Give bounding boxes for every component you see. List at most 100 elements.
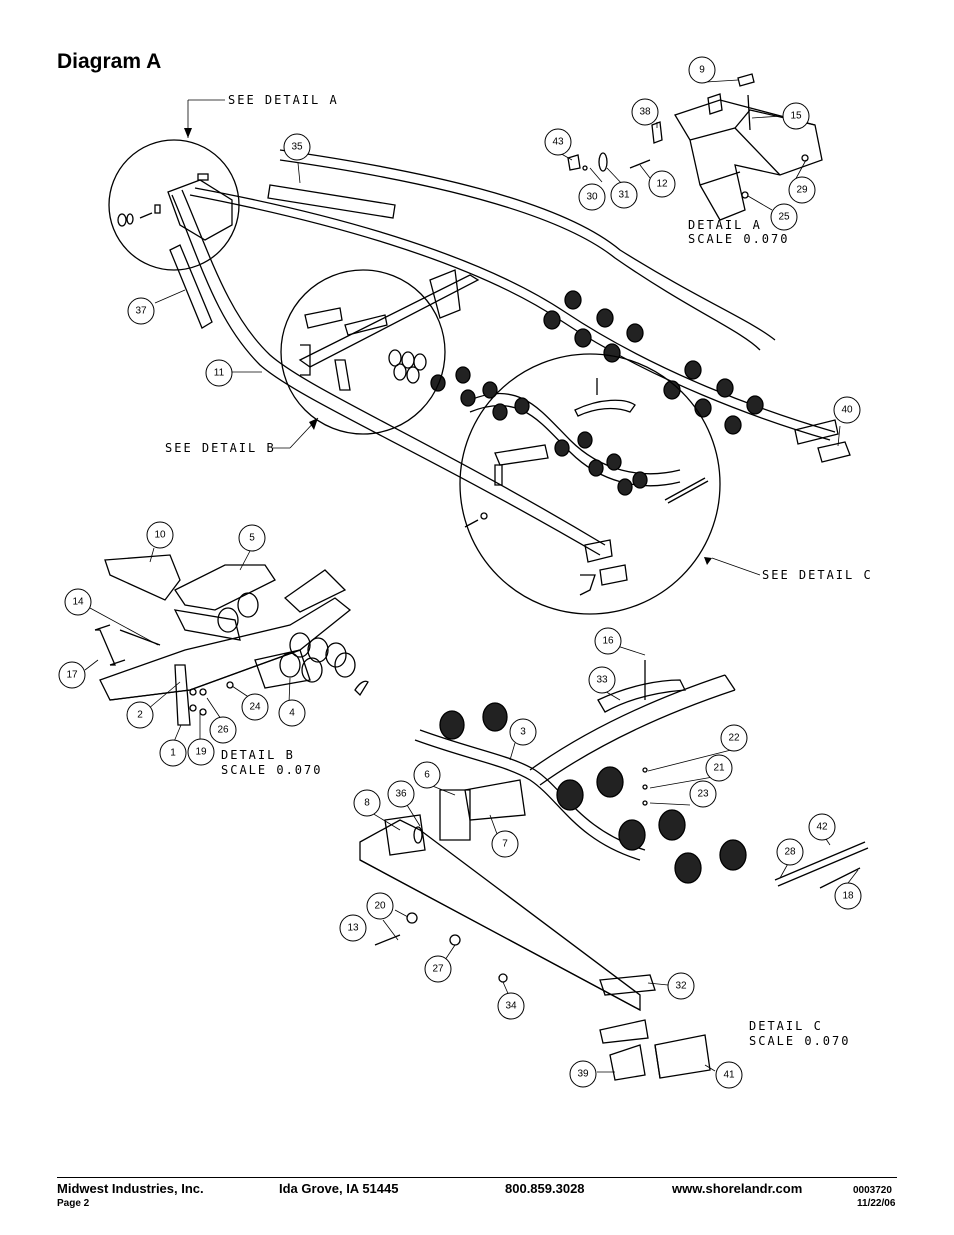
callout-circle-22 [720, 724, 748, 752]
decal-37 [169, 244, 213, 329]
callout-circle-14 [64, 588, 92, 616]
detail-c-scale: SCALE 0.070 [749, 1034, 850, 1048]
callout-19: 19 [195, 747, 207, 758]
callout-25: 25 [778, 212, 790, 223]
callout-36: 36 [395, 789, 407, 800]
callout-circle-19 [187, 738, 215, 766]
callout-circle-41 [715, 1061, 743, 1089]
detail-b-enlarged [94, 554, 369, 726]
callout-9: 9 [699, 65, 705, 76]
callout-10: 10 [154, 530, 166, 541]
see-detail-c-label: SEE DETAIL C [762, 568, 873, 582]
callout-8: 8 [364, 798, 370, 809]
callout-12: 12 [656, 179, 668, 190]
footer-date: 11/22/06 [857, 1198, 896, 1209]
callout-circle-8 [353, 789, 381, 817]
callout-bubbles [58, 56, 862, 1089]
callout-circle-28 [776, 838, 804, 866]
callout-circle-17 [58, 661, 86, 689]
callout-21: 21 [713, 763, 725, 774]
callout-circle-31 [610, 181, 638, 209]
callout-circle-29 [788, 176, 816, 204]
callout-circle-5 [238, 524, 266, 552]
callout-circle-23 [689, 780, 717, 808]
callout-5: 5 [249, 533, 255, 544]
callout-11: 11 [214, 368, 225, 379]
callout-circle-40 [833, 396, 861, 424]
callout-circle-37 [127, 297, 155, 325]
callout-28: 28 [784, 847, 796, 858]
callout-2: 2 [137, 710, 143, 721]
callout-20: 20 [374, 901, 386, 912]
callout-circle-4 [278, 699, 306, 727]
detail-a-scale: SCALE 0.070 [688, 232, 789, 246]
detail-a-small-parts [117, 173, 209, 227]
callout-circle-38 [631, 98, 659, 126]
callout-16: 16 [602, 636, 614, 647]
callout-6: 6 [424, 770, 430, 781]
callout-42: 42 [816, 822, 828, 833]
callout-circle-36 [387, 780, 415, 808]
callout-18: 18 [842, 891, 854, 902]
leader-arrowheads [184, 128, 712, 565]
detail-b-circle [280, 269, 446, 435]
callout-circle-25 [770, 203, 798, 231]
callout-circle-9 [688, 56, 716, 84]
callout-29: 29 [796, 185, 808, 196]
callout-circle-43 [544, 128, 572, 156]
callout-circle-27 [424, 955, 452, 983]
callout-15: 15 [790, 111, 802, 122]
footer-page-number: Page 2 [57, 1198, 90, 1209]
footer-doc-number: 0003720 [853, 1185, 892, 1196]
callout-31: 31 [618, 190, 630, 201]
see-detail-a-label: SEE DETAIL A [228, 93, 339, 107]
callout-circle-35 [283, 133, 311, 161]
trailer-frame [167, 149, 839, 563]
detail-a-enlarged [567, 73, 823, 221]
callout-43: 43 [552, 137, 564, 148]
callout-circle-30 [578, 183, 606, 211]
roller-wheels-main [430, 290, 764, 496]
callout-circle-7 [491, 830, 519, 858]
callout-circle-3 [509, 718, 537, 746]
callout-circle-20 [366, 892, 394, 920]
callout-22: 22 [728, 733, 740, 744]
callout-3: 3 [520, 727, 526, 738]
callout-27: 27 [432, 964, 444, 975]
callout-circle-26 [209, 716, 237, 744]
callout-circle-39 [569, 1060, 597, 1088]
decal-35 [267, 184, 396, 219]
callout-24: 24 [249, 702, 261, 713]
callout-4: 4 [289, 708, 295, 719]
callout-34: 34 [505, 1001, 517, 1012]
footer-website[interactable]: www.shorelandr.com [672, 1181, 803, 1196]
detail-a-circle [108, 139, 240, 271]
callout-circle-33 [588, 666, 616, 694]
callout-circle-34 [497, 992, 525, 1020]
detail-c-wheels [439, 702, 747, 884]
callout-32: 32 [675, 981, 687, 992]
callout-39: 39 [577, 1069, 589, 1080]
callout-17: 17 [66, 670, 78, 681]
detail-b-title: DETAIL B [221, 748, 295, 762]
callout-circle-18 [834, 882, 862, 910]
callout-38: 38 [639, 107, 651, 118]
callout-circle-1 [159, 739, 187, 767]
footer-company: Midwest Industries, Inc. [57, 1181, 204, 1196]
see-detail-b-label: SEE DETAIL B [165, 441, 276, 455]
callout-circle-16 [594, 627, 622, 655]
callout-1: 1 [170, 748, 176, 759]
footer-location: Ida Grove, IA 51445 [279, 1181, 399, 1196]
callout-14: 14 [72, 597, 84, 608]
callout-33: 33 [596, 675, 608, 686]
callout-23: 23 [697, 789, 709, 800]
callout-circle-12 [648, 170, 676, 198]
footer-phone: 800.859.3028 [505, 1181, 585, 1196]
footer-divider [57, 1177, 897, 1178]
callout-circle-11 [205, 359, 233, 387]
callout-13: 13 [347, 923, 359, 934]
detail-b-small-view [300, 307, 427, 391]
callout-circle-32 [667, 972, 695, 1000]
callout-40: 40 [841, 405, 853, 416]
